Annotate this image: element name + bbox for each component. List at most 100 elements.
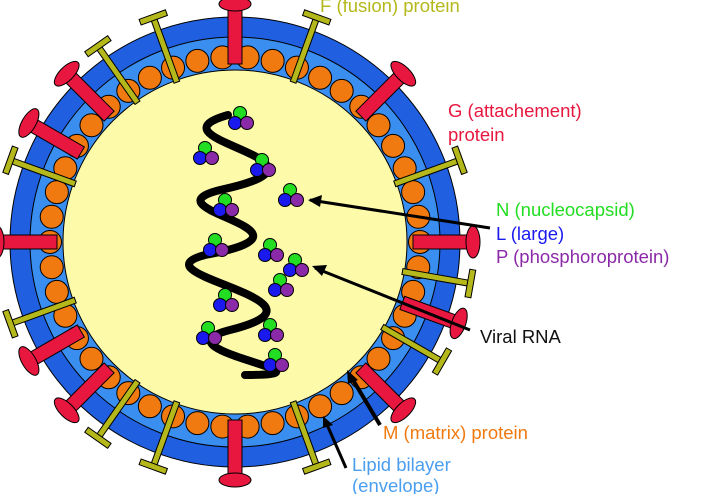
p-protein [205,151,219,165]
l-protein [228,116,242,130]
l-protein [203,243,217,257]
nucleocapsid-clusters [193,106,309,372]
matrix-protein-bead [308,65,333,90]
label-envelope: (envelope) [352,475,439,494]
f-protein [401,267,477,299]
p-protein [295,263,309,277]
f-protein-head [138,458,169,475]
arrowhead-lipid [323,416,333,428]
g-protein [0,225,58,259]
g-protein [218,0,252,65]
f-protein-spikes [2,9,477,475]
label-n-protein: N (nucleocapsid) [496,199,635,220]
g-protein-head [53,60,80,87]
p-protein [225,298,239,312]
g-protein [412,225,481,259]
f-protein-head [2,308,19,339]
g-protein-head [390,60,417,87]
arrow-lipid [323,419,348,469]
f-protein-head [464,268,477,299]
nlp-cluster [228,106,254,130]
g-protein-head [0,225,5,259]
p-protein [270,328,284,342]
f-protein [138,400,181,475]
matrix-protein-bead [260,48,285,73]
p-protein [290,193,304,207]
p-protein [270,248,284,262]
g-protein-stalk [0,234,58,250]
matrix-protein-bead [366,113,391,138]
arrowhead-rna [312,265,327,276]
matrix-protein-bead [260,411,285,436]
l-protein [258,248,272,262]
g-protein-head [390,397,417,424]
matrix-protein-bead [137,65,162,90]
g-protein [355,60,417,122]
g-protein-head [449,307,468,340]
l-protein [250,163,264,177]
label-g-protein-2: protein [448,124,505,145]
nlp-cluster [258,318,284,342]
p-protein [275,358,289,372]
f-protein [380,323,453,376]
label-l-protein: L (large) [496,223,564,244]
g-protein-head [465,225,481,259]
f-protein [289,400,332,475]
matrix-protein-bead [381,133,406,158]
f-protein [289,9,332,84]
nlp-cluster [278,183,304,207]
g-protein-spikes [0,0,481,488]
virus-particle [0,0,481,488]
f-protein-head [84,35,112,58]
nlp-cluster [193,141,219,165]
f-protein [138,9,181,84]
l-protein [193,151,207,165]
matrix-protein-bead [137,394,162,419]
l-protein [258,328,272,342]
matrix-protein-bead [79,346,104,371]
matrix-protein-bead [185,411,210,436]
p-protein [225,203,239,217]
matrix-protein-bead [329,78,354,103]
l-protein [196,331,210,345]
f-protein-head [84,426,112,449]
f-protein [2,296,77,339]
p-protein [240,116,254,130]
f-protein [84,378,141,449]
nlp-cluster [263,348,289,372]
matrix-protein-bead [401,180,426,205]
arrow-nlp [309,198,491,230]
label-m-protein: M (matrix) protein [383,422,528,443]
arrow-rna [314,266,471,332]
label-f-protein: F (fusion) protein [320,0,460,16]
arrowhead-nlp [308,195,322,207]
nlp-cluster [196,321,222,345]
g-protein [53,362,115,424]
nlp-cluster [268,273,294,297]
f-protein-head [301,458,332,475]
arrowhead-matrix [347,370,358,384]
matrix-protein-bead [39,255,64,280]
matrix-protein-bead [44,279,69,304]
f-protein-head [301,9,332,26]
p-protein [262,163,276,177]
nlp-cluster [213,288,239,312]
label-lipid-bilayer: Lipid bilayer [352,454,451,475]
l-protein [213,203,227,217]
g-protein-head [218,472,252,488]
l-protein [268,283,282,297]
g-protein [18,108,86,160]
g-protein [218,419,252,488]
p-protein [215,243,229,257]
matrix-protein-bead [44,180,69,205]
l-protein [278,193,292,207]
nlp-cluster [213,193,239,217]
p-protein [208,331,222,345]
arrow-matrix [348,373,382,427]
nlp-cluster [203,233,229,257]
label-viral-rna: Viral RNA [480,326,562,347]
g-protein [53,60,115,122]
f-protein-head [2,145,19,176]
g-protein-head [53,397,80,424]
